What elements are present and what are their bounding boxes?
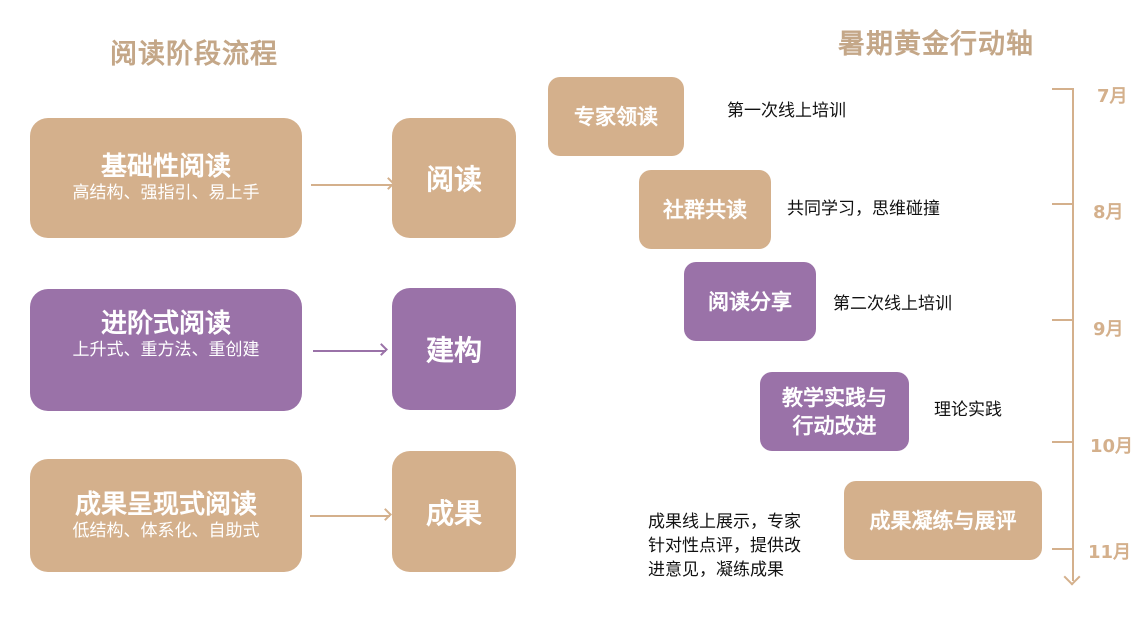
result-label: 成果 [425, 496, 482, 530]
result-label: 阅读 [425, 163, 482, 196]
timeline-tick [1052, 88, 1073, 90]
event-note-line: 进意见，凝练成果 [648, 560, 784, 580]
stage-name: 进阶式阅读 [100, 309, 231, 339]
event-community-reading: 社群共读 [639, 170, 771, 249]
result-reading: 阅读 [392, 118, 516, 238]
timeline-axis [1072, 88, 1074, 581]
stage-name: 基础性阅读 [100, 152, 231, 182]
result-label: 建构 [425, 334, 482, 367]
timeline-tick [1052, 319, 1073, 321]
event-label-line: 教学实践与 [782, 385, 887, 410]
timeline-tick [1052, 203, 1073, 205]
result-construct: 建构 [392, 288, 516, 410]
arrow-right-icon [313, 350, 386, 352]
event-note: 第二次线上培训 [833, 294, 952, 314]
stage-basic-reading: 基础性阅读 高结构、强指引、易上手 [30, 118, 302, 238]
stage-desc: 高结构、强指引、易上手 [72, 183, 260, 203]
timeline-tick [1052, 548, 1073, 550]
stage-desc: 低结构、体系化、自助式 [72, 520, 260, 541]
event-note: 共同学习，思维碰撞 [787, 199, 940, 219]
event-note: 理论实践 [934, 400, 1002, 420]
stage-desc: 上升式、重方法、重创建 [72, 340, 260, 360]
month-label: 8月 [1093, 202, 1124, 223]
arrow-down-icon [1063, 568, 1081, 586]
arrow-right-icon [310, 515, 390, 517]
stage-advanced-reading: 进阶式阅读 上升式、重方法、重创建 [30, 289, 302, 411]
event-outcome-showcase: 成果凝练与展评 [844, 481, 1042, 560]
event-note-line: 针对性点评，提供改 [648, 536, 801, 556]
stage-name: 成果呈现式阅读 [74, 489, 257, 520]
month-label: 11月 [1088, 542, 1132, 563]
arrow-right-icon [311, 184, 393, 186]
stage-outcome-reading: 成果呈现式阅读 低结构、体系化、自助式 [30, 459, 302, 572]
timeline-tick [1052, 441, 1073, 443]
summer-timeline-title: 暑期黄金行动轴 [838, 29, 1034, 60]
event-note-line: 成果线上展示，专家 [648, 512, 801, 532]
result-outcome: 成果 [392, 451, 516, 572]
event-teaching-practice: 教学实践与 行动改进 [760, 372, 909, 451]
month-label: 7月 [1097, 86, 1128, 107]
month-label: 10月 [1090, 436, 1134, 457]
event-note: 成果线上展示，专家 针对性点评，提供改 进意见，凝练成果 [648, 510, 801, 582]
event-note: 第一次线上培训 [727, 101, 846, 121]
event-expert-reading: 专家领读 [548, 77, 684, 156]
month-label: 9月 [1093, 319, 1124, 340]
event-label-line: 行动改进 [792, 413, 877, 438]
reading-stages-title: 阅读阶段流程 [110, 39, 278, 70]
event-reading-share: 阅读分享 [684, 262, 816, 341]
